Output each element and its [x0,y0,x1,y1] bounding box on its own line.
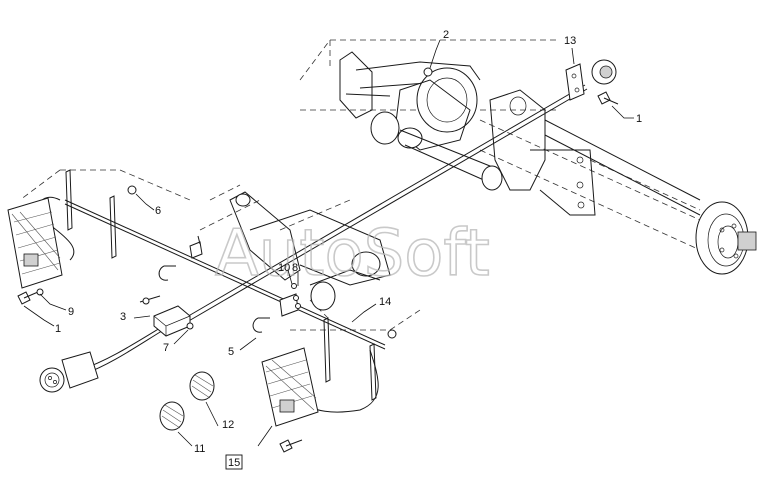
callout-5: 5 [228,346,234,358]
callout-labels: 1 1 2 3 5 6 7 8 9 10 11 12 13 14 15 [55,29,642,470]
callout-15: 15 [228,457,240,469]
watermark-text: AutoSoft [215,217,490,291]
connector-plug [39,351,99,393]
small-hardware [17,59,619,453]
callout-15-box [225,454,243,470]
callout-12: 12 [222,419,234,431]
axle-frame [229,51,701,311]
callout-11: 11 [194,443,205,455]
left-lamp [7,169,117,289]
callout-1-left: 1 [55,323,61,335]
callout-6: 6 [155,205,161,217]
callout-7: 7 [163,342,169,354]
callout-9: 9 [68,306,74,318]
callout-2: 2 [443,29,449,41]
callout-8: 8 [292,262,298,274]
callout-14: 14 [379,296,391,308]
callout-3: 3 [120,311,126,323]
callout-13: 13 [564,35,576,47]
callout-10: 10 [278,262,290,274]
leader-lines [23,39,634,447]
wheel-hub [695,201,757,275]
callout-1-top: 1 [636,113,642,125]
right-lamp [261,317,377,427]
round-reflectors [159,371,215,431]
